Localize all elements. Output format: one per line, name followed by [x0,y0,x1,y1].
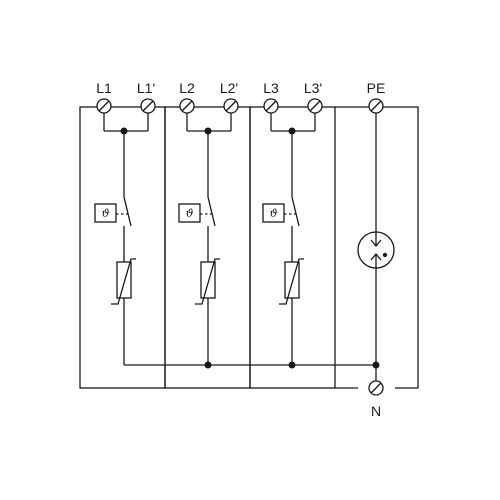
varistor-l3 [279,258,304,305]
spark-gap [357,231,395,269]
thermal-symbol-l1: ϑ [102,207,110,220]
switch-l1 [123,196,132,227]
junction-l3-bus [288,361,296,369]
terminal-l3p [307,98,323,114]
terminal-l1 [96,98,112,114]
module-l1-outline [79,106,166,389]
terminal-l2 [179,98,195,114]
label-l3: L3 [263,80,279,96]
junction-l1-top [120,127,128,135]
thermal-symbol-l2: ϑ [186,207,194,220]
label-n: N [371,403,381,419]
terminal-l1p [140,98,156,114]
junction-l2-bus [204,361,212,369]
switch-l2 [207,196,216,227]
label-l2p: L2' [220,80,238,96]
junction-l3-top [288,127,296,135]
label-l2: L2 [179,80,195,96]
thermal-box-l2 [178,203,201,223]
varistor-l1 [111,258,136,305]
varistor-l2 [195,258,220,305]
thermal-box-l3 [262,203,285,223]
label-l1p: L1' [137,80,155,96]
thermal-box-l1 [94,203,117,223]
junction-l2-top [204,127,212,135]
label-l1: L1 [96,80,112,96]
terminal-l3 [263,98,279,114]
module-l3-outline [249,106,336,389]
terminal-l2p [223,98,239,114]
junction-pe-bus [372,361,380,369]
terminal-n [368,380,384,396]
switch-l3 [291,196,300,227]
thermal-symbol-l3: ϑ [270,207,278,220]
label-pe: PE [367,80,386,96]
label-l3p: L3' [304,80,322,96]
spark-gap-dot [382,252,388,258]
terminal-pe [368,98,384,114]
